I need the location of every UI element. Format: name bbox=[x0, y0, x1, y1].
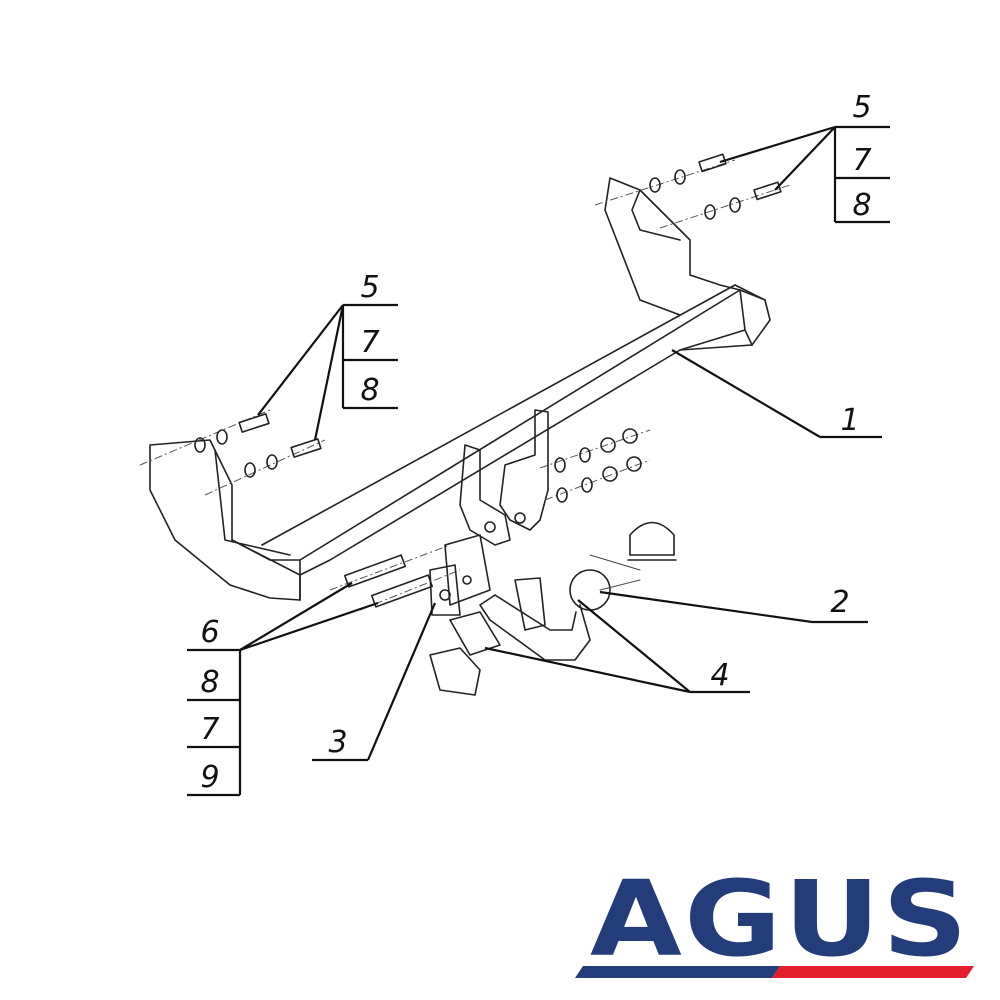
callout-7-bottom: 7 bbox=[200, 712, 219, 747]
callout-8-left: 8 bbox=[360, 373, 379, 408]
callout-5-left: 5 bbox=[360, 270, 379, 305]
logo-stripe-blue bbox=[575, 966, 780, 978]
callout-8-bottom: 8 bbox=[200, 665, 219, 700]
callout-3: 3 bbox=[328, 725, 347, 760]
fasteners bbox=[139, 153, 791, 611]
callout-leaders bbox=[187, 125, 890, 797]
callout-7-left: 7 bbox=[360, 325, 379, 360]
socket-plate-and-clamp bbox=[429, 534, 546, 696]
agus-logo: AGUS bbox=[575, 858, 974, 980]
callout-4: 4 bbox=[710, 658, 729, 693]
callout-2: 2 bbox=[830, 585, 849, 620]
callout-1: 1 bbox=[840, 403, 859, 438]
tow-ball bbox=[479, 521, 677, 661]
callout-7-top-right: 7 bbox=[852, 143, 871, 178]
callout-9-bottom: 9 bbox=[200, 760, 219, 795]
logo-stripe-red bbox=[772, 966, 974, 978]
tow-bar-frame bbox=[149, 177, 771, 601]
callout-6: 6 bbox=[200, 615, 219, 650]
logo-text: AGUS bbox=[590, 858, 970, 980]
callout-5-top-right: 5 bbox=[852, 90, 871, 125]
callout-8-top-right: 8 bbox=[852, 188, 871, 223]
